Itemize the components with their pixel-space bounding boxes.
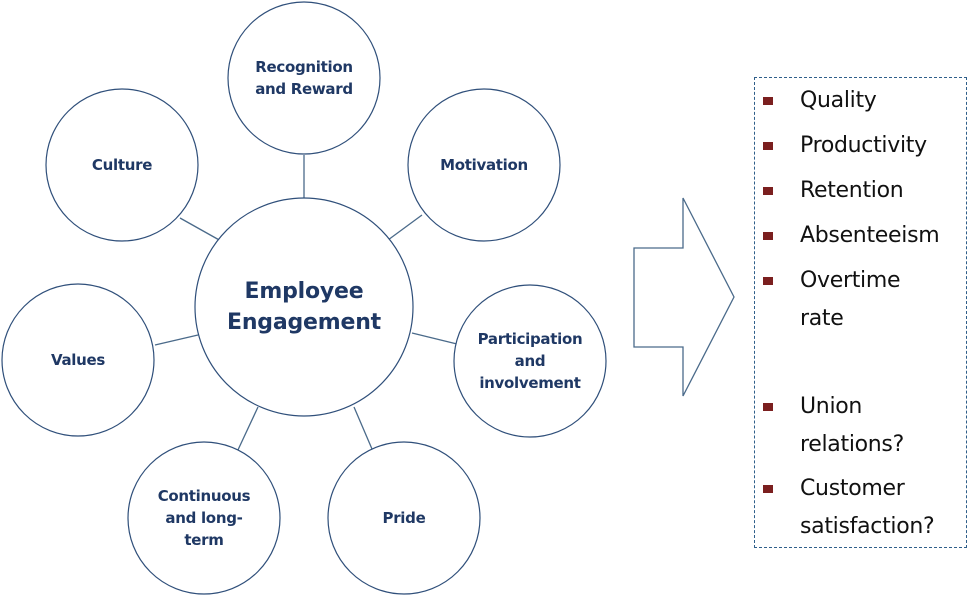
circle-values bbox=[1, 283, 155, 437]
connector-continuous bbox=[236, 406, 259, 453]
label-culture: Culture bbox=[91, 156, 153, 174]
bullet-icon bbox=[763, 232, 773, 240]
circle-participation bbox=[453, 284, 607, 438]
outcomes-list: Quality Productivity Retention Absenteei… bbox=[754, 77, 967, 548]
bullet-icon bbox=[763, 142, 773, 150]
outcome-quality: Quality bbox=[800, 88, 877, 113]
bullet-icon bbox=[763, 97, 773, 105]
connector-culture bbox=[179, 217, 222, 242]
circle-continuous bbox=[127, 441, 281, 595]
label-motivation: Motivation bbox=[440, 156, 528, 174]
bullet-icon bbox=[763, 403, 773, 411]
connector-participation bbox=[411, 332, 458, 345]
circle-recognition bbox=[227, 1, 381, 155]
connector-motivation bbox=[387, 214, 423, 241]
circle-center bbox=[194, 197, 414, 417]
label-pride: Pride bbox=[382, 509, 426, 527]
outcome-absenteeism: Absenteeism bbox=[800, 223, 940, 248]
bullet-icon bbox=[763, 277, 773, 285]
right-arrow-icon bbox=[633, 197, 735, 397]
outcome-productivity: Productivity bbox=[800, 133, 927, 158]
circle-culture bbox=[45, 88, 199, 242]
label-values: Values bbox=[50, 351, 106, 369]
circle-motivation bbox=[407, 88, 561, 242]
connector-pride bbox=[353, 406, 373, 450]
outcome-retention: Retention bbox=[800, 178, 904, 203]
bullet-icon bbox=[763, 187, 773, 195]
bullet-icon bbox=[763, 485, 773, 493]
connector-values bbox=[154, 334, 199, 346]
circle-pride bbox=[327, 441, 481, 595]
